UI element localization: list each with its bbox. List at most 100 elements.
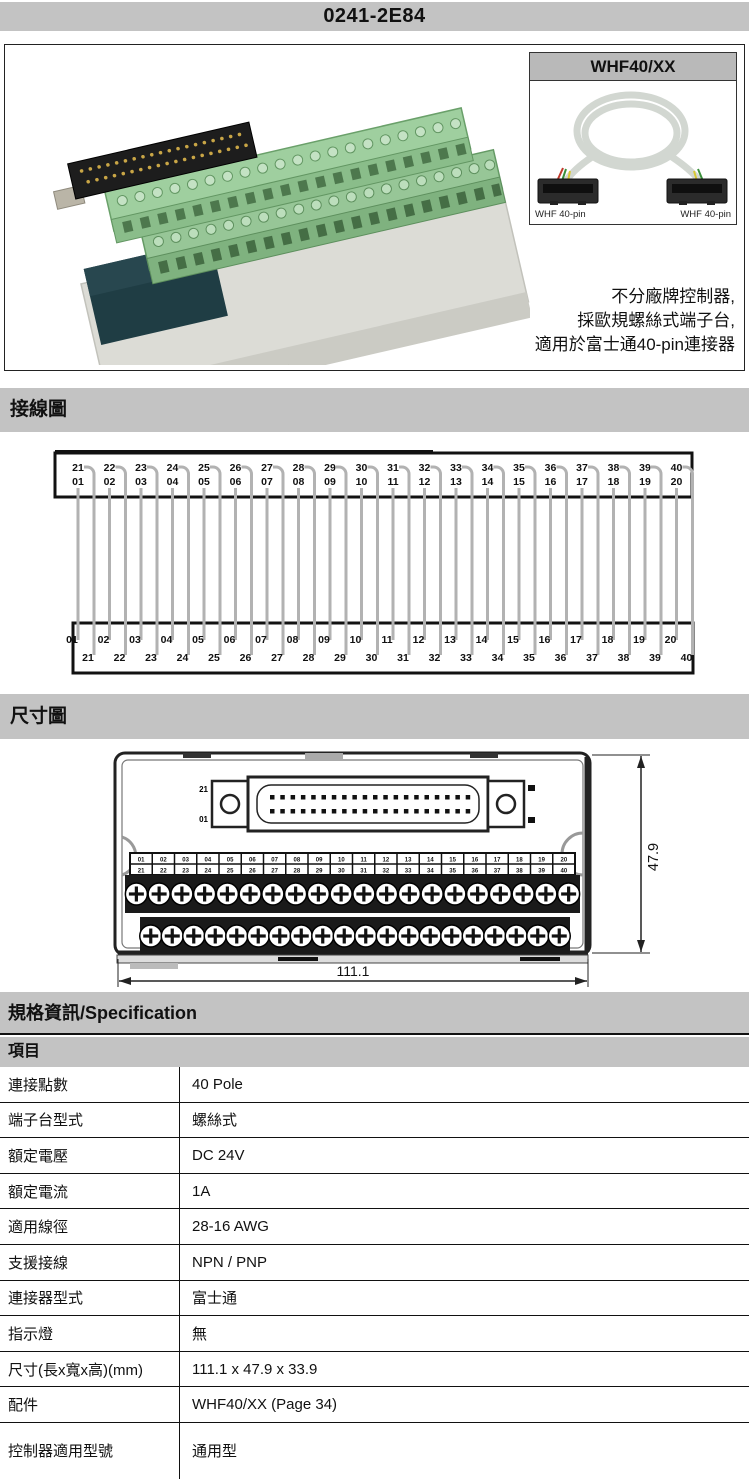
dsub-pin — [465, 795, 471, 800]
pin-label: 13 — [444, 634, 456, 646]
pin-label: 16 — [539, 634, 551, 646]
pin-label: 27 — [271, 652, 283, 664]
strip-number: 32 — [383, 869, 390, 875]
product-description: 不分廠牌控制器, 採歐規螺絲式端子台, 適用於富士通40-pin連接器 — [535, 285, 735, 357]
strip-number: 29 — [316, 869, 323, 875]
pin-label: 33 — [450, 462, 462, 474]
spec-label: 適用線徑 — [0, 1209, 180, 1244]
dsub-pin — [290, 809, 296, 814]
pin-label: 25 — [198, 462, 210, 474]
pin-label: 23 — [135, 462, 147, 474]
terminal-row-lower — [139, 148, 507, 285]
strip-number: 17 — [494, 858, 501, 864]
spec-value: 28-16 AWG — [192, 1218, 269, 1236]
spec-label: 支援接線 — [0, 1244, 180, 1280]
strip-number: 04 — [205, 858, 212, 864]
pin-label: 01 — [72, 476, 84, 488]
wiring-top-box — [53, 451, 694, 499]
wire-line-hooked — [178, 465, 190, 655]
spec-label: 連接器型式 — [0, 1280, 180, 1316]
pin-label: 26 — [240, 652, 252, 664]
dsub-pin — [414, 795, 419, 800]
base-plate — [116, 954, 589, 964]
dsub-pin — [434, 809, 440, 814]
dsub-pin — [434, 795, 440, 800]
pin-label: 24 — [167, 462, 179, 474]
pin-label: 21 — [82, 652, 94, 664]
spec-row: 控制器適用型號通用型 — [0, 1422, 749, 1479]
pin-label: 04 — [161, 634, 173, 646]
terminal-block-module-photo — [52, 107, 530, 365]
strip-number: 20 — [561, 858, 568, 864]
width-dimension — [117, 959, 589, 987]
wire-line-hooked — [430, 465, 442, 655]
pin-label: 08 — [293, 476, 305, 488]
strip-number: 19 — [538, 858, 545, 864]
pin-label: 28 — [293, 462, 305, 474]
pin-label: 32 — [419, 462, 431, 474]
pin-label: 06 — [224, 634, 236, 646]
strip-number: 13 — [405, 858, 412, 864]
dimension-diagram: 21 01 0121022203230424052506260727082809… — [113, 751, 662, 987]
pin-label: 32 — [429, 652, 441, 664]
dsub-pin — [331, 795, 337, 800]
wire-line-hooked — [556, 465, 568, 655]
base-tab — [520, 957, 560, 961]
strip-number: 27 — [271, 869, 278, 875]
description-line: 採歐規螺絲式端子台, — [577, 311, 735, 330]
spec-label: 控制器適用型號 — [0, 1422, 180, 1479]
wire-line-hooked — [493, 465, 505, 655]
spec-value: WHF40/XX (Page 34) — [192, 1396, 338, 1414]
spec-label: 額定電流 — [0, 1173, 180, 1209]
wire-line-hooked — [336, 465, 348, 655]
wire-line-hooked — [399, 465, 411, 655]
dsub-pin — [342, 809, 347, 814]
strip-number: 26 — [249, 869, 256, 875]
spec-item-header: 項目 — [0, 1037, 749, 1067]
wiring-pin-labels: 2101012122020222230303232404042425050525… — [66, 462, 692, 664]
pin-label: 05 — [198, 476, 210, 488]
module-base-front — [105, 292, 530, 365]
pin-label: 19 — [633, 634, 645, 646]
spec-row: 適用線徑 28-16 AWG — [0, 1209, 749, 1245]
screw-terminals — [124, 882, 581, 948]
pin-label: 34 — [492, 652, 504, 664]
connector-40pin — [52, 121, 258, 210]
pin-label: 36 — [555, 652, 567, 664]
wire-line-hooked — [462, 465, 474, 655]
strip-number: 23 — [182, 869, 189, 875]
pin-label: 08 — [287, 634, 299, 646]
dsub-pin — [352, 809, 357, 814]
spec-value: DC 24V — [192, 1146, 245, 1164]
dsub-pin — [445, 809, 450, 814]
pin-label: 31 — [397, 652, 409, 664]
wire-line-hooked — [588, 465, 600, 655]
pin-label: 18 — [602, 634, 614, 646]
pin-label: 38 — [618, 652, 630, 664]
pin-label: 39 — [649, 652, 661, 664]
pin-label: 04 — [167, 476, 179, 488]
cable-connector-left — [537, 178, 599, 205]
spec-row: 連接器型式富士通 — [0, 1280, 749, 1317]
pin-label: 31 — [387, 462, 399, 474]
pin-label: 24 — [177, 652, 189, 664]
pin-label: 20 — [665, 634, 677, 646]
spec-value: 40 Pole — [192, 1075, 243, 1093]
spec-section-title: 規格資訊/Specification — [0, 992, 749, 1035]
pin-label: 07 — [255, 634, 267, 646]
dsub-pin — [373, 795, 378, 800]
strip-number: 16 — [472, 858, 479, 864]
strip-number: 25 — [227, 869, 234, 875]
dsub-pin — [403, 809, 409, 814]
spec-value: 111.1 x 47.9 x 33.9 — [192, 1360, 318, 1378]
wiring-diagram: 2101012122020222230303232404042425050525… — [53, 450, 695, 675]
pin-label: 14 — [476, 634, 488, 646]
pin-label: 20 — [671, 476, 683, 488]
pin-label: 11 — [381, 634, 392, 646]
cable-right-label: WHF 40-pin — [680, 209, 731, 220]
dsub-pin — [311, 809, 316, 814]
strip-number: 18 — [516, 858, 523, 864]
